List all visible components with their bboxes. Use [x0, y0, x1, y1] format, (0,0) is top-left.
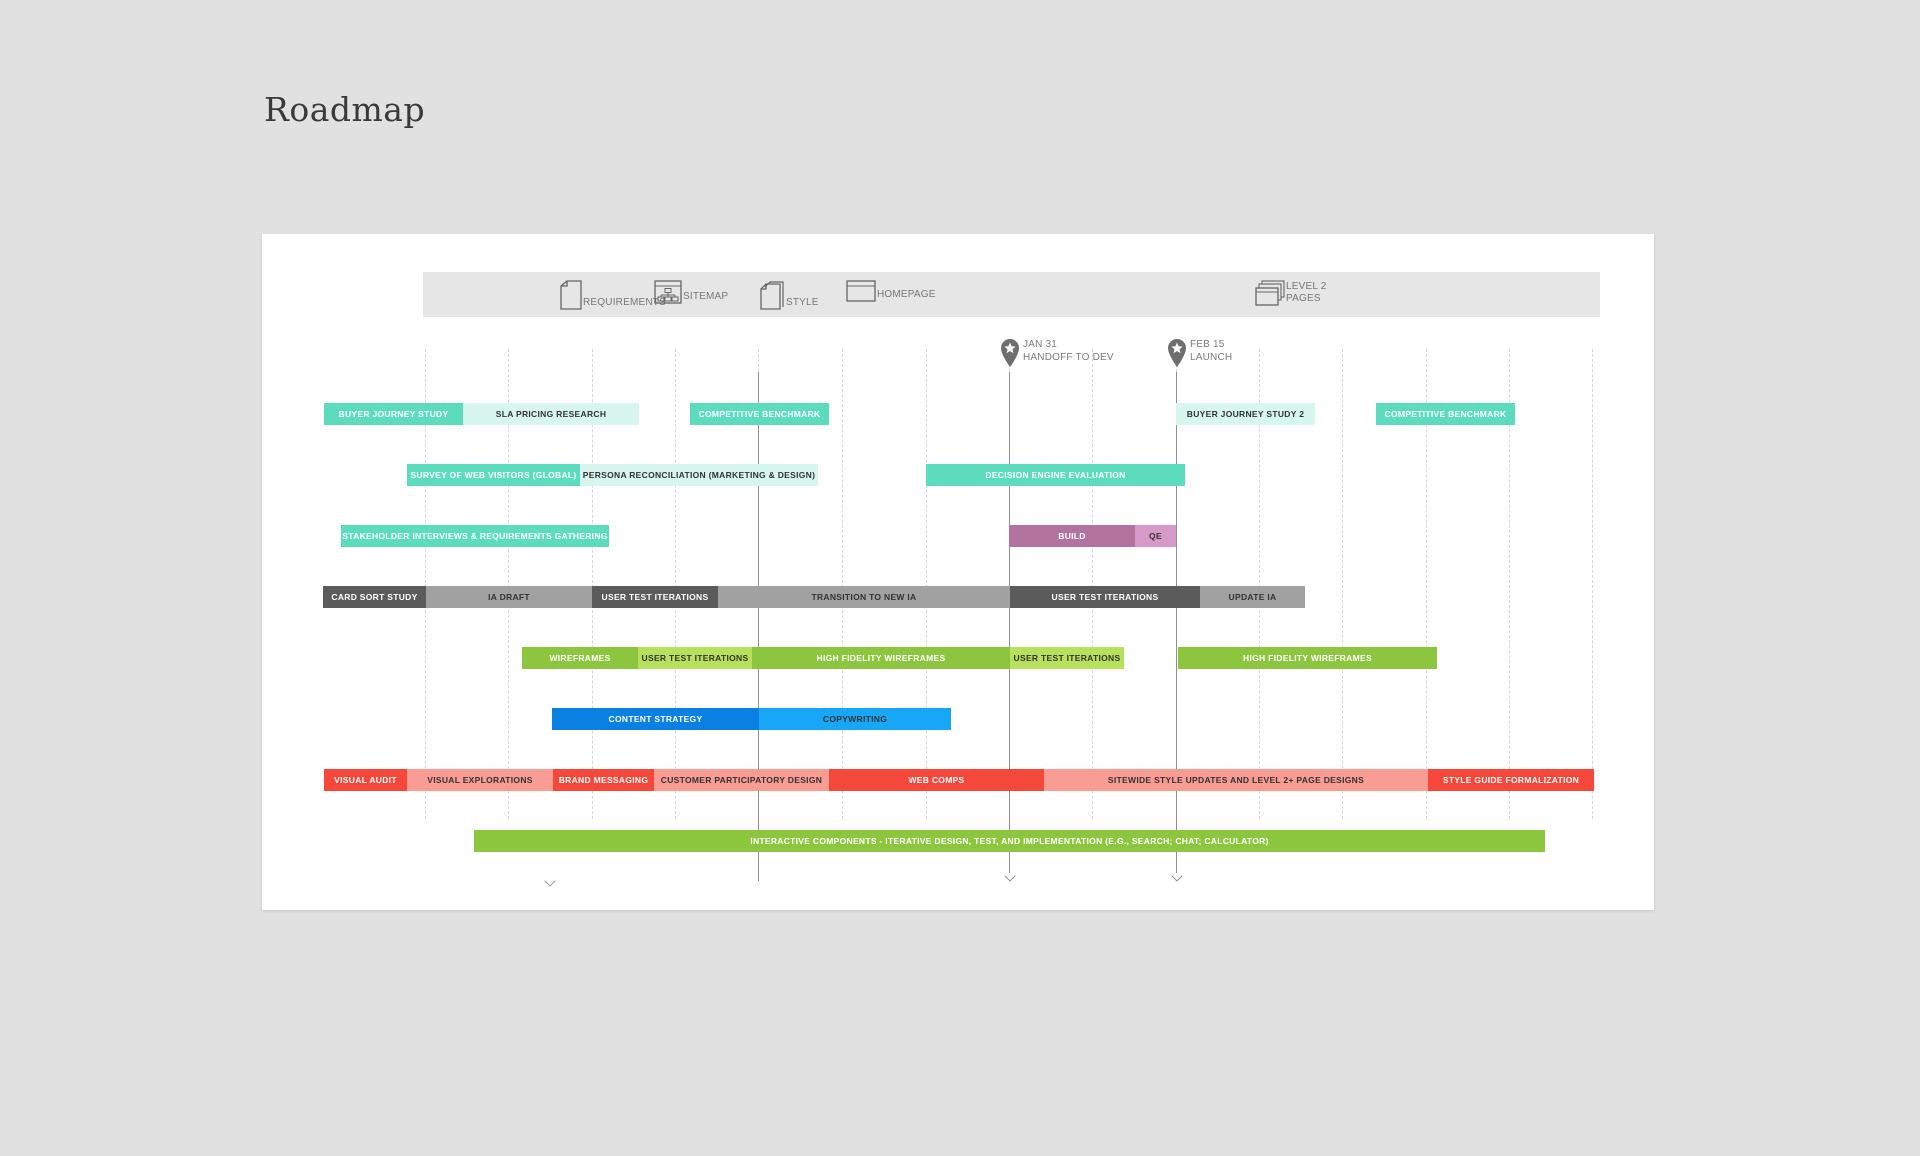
deliverable-label: Requirements: [583, 297, 666, 308]
task-bar[interactable]: Buyer Journey Study: [324, 403, 463, 425]
level2-pages-icon: [1255, 280, 1285, 306]
timeline-grid-line: [1342, 349, 1343, 819]
task-bar[interactable]: Web Comps: [829, 769, 1044, 791]
star-pin-icon: [1168, 339, 1186, 367]
chevron-down-icon: [544, 875, 556, 887]
deliverable-homepage: Homepage: [846, 280, 936, 302]
timeline-grid-line: [1426, 349, 1427, 819]
launch-arrow-icon: [1171, 870, 1183, 882]
homepage-window-icon: [846, 280, 876, 302]
deliverable-requirements: Requirements: [560, 280, 666, 310]
timeline-grid-line: [675, 349, 676, 819]
task-bar[interactable]: Sitewide Style Updates and Level 2+ Page…: [1044, 769, 1428, 791]
task-bar[interactable]: Brand Messaging: [553, 769, 654, 791]
task-bar[interactable]: Survey of Web Visitors (Global): [407, 464, 580, 486]
task-bar[interactable]: Stakeholder Interviews & Requirements Ga…: [341, 525, 609, 547]
roadmap-card: Requirements Sitemap Style: [262, 234, 1654, 910]
task-bar[interactable]: User Test Iterations: [1010, 647, 1124, 669]
star-pin-icon: [1001, 339, 1019, 367]
document-icon: [560, 280, 582, 310]
task-bar[interactable]: Wireframes: [522, 647, 638, 669]
milestone-launch: Feb 15 Launch: [1167, 338, 1232, 368]
task-bar[interactable]: High Fidelity Wireframes: [1178, 647, 1437, 669]
task-bar[interactable]: Persona Reconciliation (Marketing & Desi…: [580, 464, 818, 486]
task-bar[interactable]: Interactive Components - Iterative Desig…: [474, 830, 1545, 852]
task-bar[interactable]: Visual Explorations: [407, 769, 553, 791]
current-date-line: [758, 372, 759, 881]
milestone-label: Feb 15 Launch: [1190, 339, 1233, 363]
task-bar[interactable]: Competitive Benchmark: [1376, 403, 1515, 425]
deliverable-label: Sitemap: [683, 291, 729, 302]
task-bar[interactable]: Competitive Benchmark: [690, 403, 829, 425]
timeline-grid-line: [592, 349, 593, 819]
task-bar[interactable]: Update IA: [1200, 586, 1305, 608]
handoff-line: [1009, 372, 1010, 873]
deliverable-label: Level 2 Pages: [1286, 281, 1327, 304]
task-bar[interactable]: Copywriting: [759, 708, 951, 730]
task-bar[interactable]: User Test Iterations: [638, 647, 752, 669]
task-bar[interactable]: User Test Iterations: [1010, 586, 1200, 608]
style-pages-icon: [760, 281, 784, 310]
task-bar[interactable]: High Fidelity Wireframes: [752, 647, 1010, 669]
timeline-grid-line: [1592, 349, 1593, 819]
task-bar[interactable]: Customer Participatory Design: [654, 769, 829, 791]
sitemap-icon: [654, 280, 682, 304]
timeline-grid-line: [926, 349, 927, 819]
timeline-grid-line: [508, 349, 509, 819]
deliverables-band: Requirements Sitemap Style: [423, 272, 1600, 317]
task-bar[interactable]: Content Strategy: [552, 708, 759, 730]
timeline-grid-line: [1509, 349, 1510, 819]
deliverable-level2-pages: Level 2 Pages: [1255, 280, 1327, 306]
launch-line: [1176, 372, 1177, 873]
task-bar[interactable]: Card Sort Study: [323, 586, 426, 608]
task-bar[interactable]: User Test Iterations: [592, 586, 718, 608]
deliverable-style: Style: [760, 280, 819, 310]
task-bar[interactable]: Transition to New IA: [718, 586, 1010, 608]
timeline-grid-line: [425, 349, 426, 819]
task-bar[interactable]: QE: [1135, 525, 1176, 547]
task-bar[interactable]: SLA Pricing Research: [463, 403, 639, 425]
task-bar[interactable]: Visual Audit: [324, 769, 407, 791]
task-bar[interactable]: Decision Engine Evaluation: [926, 464, 1185, 486]
deliverable-label: Style: [786, 297, 819, 308]
task-bar[interactable]: IA Draft: [426, 586, 592, 608]
milestone-label: Jan 31 Handoff to Dev: [1023, 339, 1114, 363]
deliverable-sitemap: Sitemap: [654, 280, 728, 304]
timeline-grid-line: [1092, 349, 1093, 819]
milestone-handoff: Jan 31 Handoff to Dev: [1000, 338, 1114, 368]
timeline-grid-line: [842, 349, 843, 819]
task-bar[interactable]: Buyer Journey Study 2: [1176, 403, 1315, 425]
page-title: Roadmap: [264, 90, 426, 129]
task-bar[interactable]: Build: [1009, 525, 1135, 547]
handoff-arrow-icon: [1004, 870, 1016, 882]
timeline-grid-line: [1259, 349, 1260, 819]
task-bar[interactable]: Style Guide Formalization: [1428, 769, 1594, 791]
deliverable-label: Homepage: [877, 289, 936, 300]
